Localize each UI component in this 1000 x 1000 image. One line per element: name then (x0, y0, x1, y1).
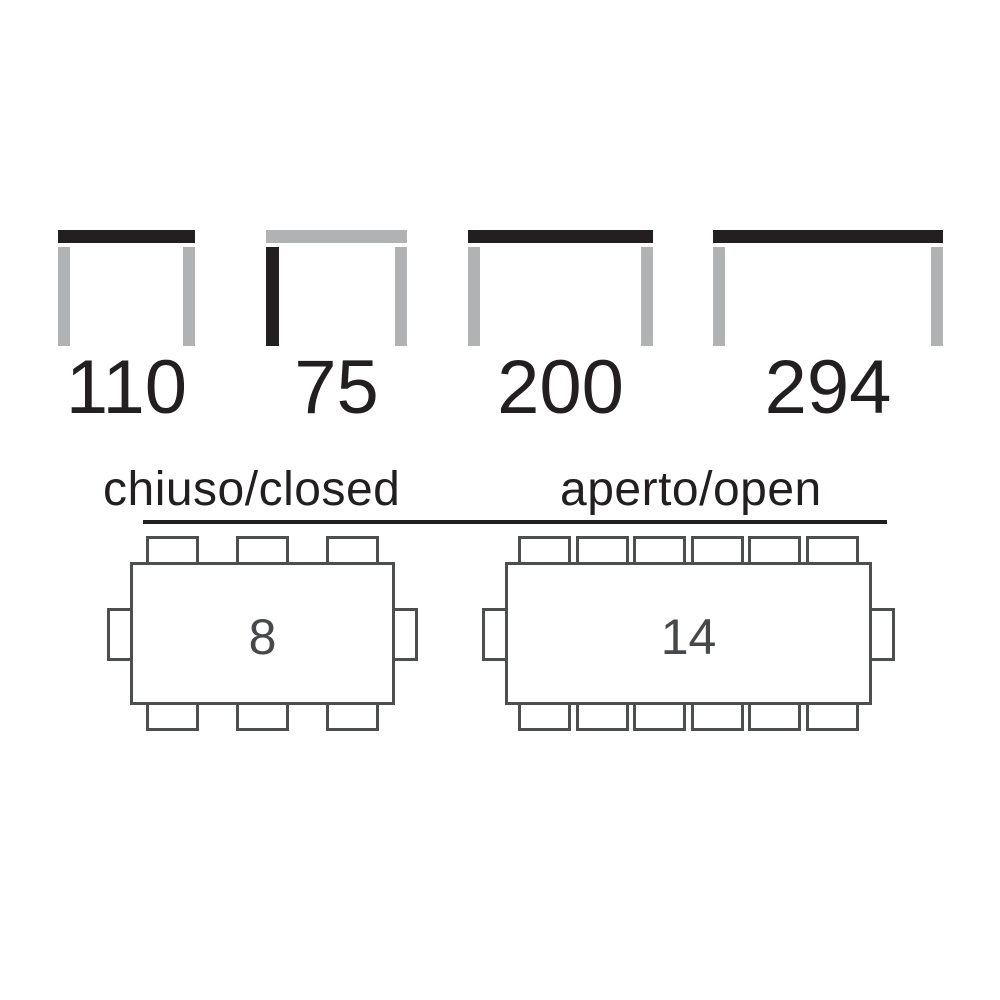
seat (236, 702, 289, 731)
seat (392, 607, 418, 661)
open-table-plan: 14 (482, 536, 895, 731)
table-side-profile-depth: 110 (58, 230, 195, 430)
table-leg-left-icon (713, 247, 725, 346)
seat (633, 536, 687, 565)
seat (805, 536, 859, 565)
seat (326, 702, 379, 731)
table-leg-left-icon (468, 247, 480, 346)
seat (518, 536, 572, 565)
table-leg-left-icon (58, 247, 70, 346)
seat-count: 8 (248, 608, 277, 665)
seat (575, 702, 629, 731)
seat (633, 702, 687, 731)
seat (146, 702, 199, 731)
tabletop-bar-icon (266, 230, 407, 243)
seat (690, 702, 744, 731)
tabletop-bar-icon (58, 230, 195, 243)
dimension-label: 294 (764, 345, 892, 430)
seat (326, 536, 379, 565)
seat (575, 536, 629, 565)
closed-section-label: chiuso/closed (103, 463, 401, 516)
seat (690, 536, 744, 565)
seat (518, 702, 572, 731)
table-side-profile-open-length: 294 (713, 230, 943, 430)
open-section-label: aperto/open (560, 463, 822, 516)
seat-count: 14 (660, 608, 717, 665)
table-leg-left-icon (266, 247, 279, 346)
closed-table-plan: 8 (107, 536, 418, 731)
tabletop-bar-icon (713, 230, 943, 243)
table-surface: 14 (505, 562, 872, 705)
table-leg-right-icon (395, 247, 407, 346)
seat (805, 702, 859, 731)
table-leg-right-icon (931, 247, 943, 346)
table-surface: 8 (130, 562, 395, 705)
seat (748, 536, 802, 565)
seat (748, 702, 802, 731)
table-side-profile-height: 75 (266, 230, 407, 430)
table-leg-right-icon (183, 247, 195, 346)
seat (146, 536, 199, 565)
dimension-label: 110 (65, 345, 188, 430)
section-underline (143, 520, 887, 524)
seat (869, 607, 895, 661)
table-leg-right-icon (641, 247, 653, 346)
dimension-label: 200 (497, 345, 624, 430)
seat (236, 536, 289, 565)
table-side-profile-closed-length: 200 (468, 230, 653, 430)
tabletop-bar-icon (468, 230, 653, 243)
dimension-label: 75 (294, 345, 379, 430)
